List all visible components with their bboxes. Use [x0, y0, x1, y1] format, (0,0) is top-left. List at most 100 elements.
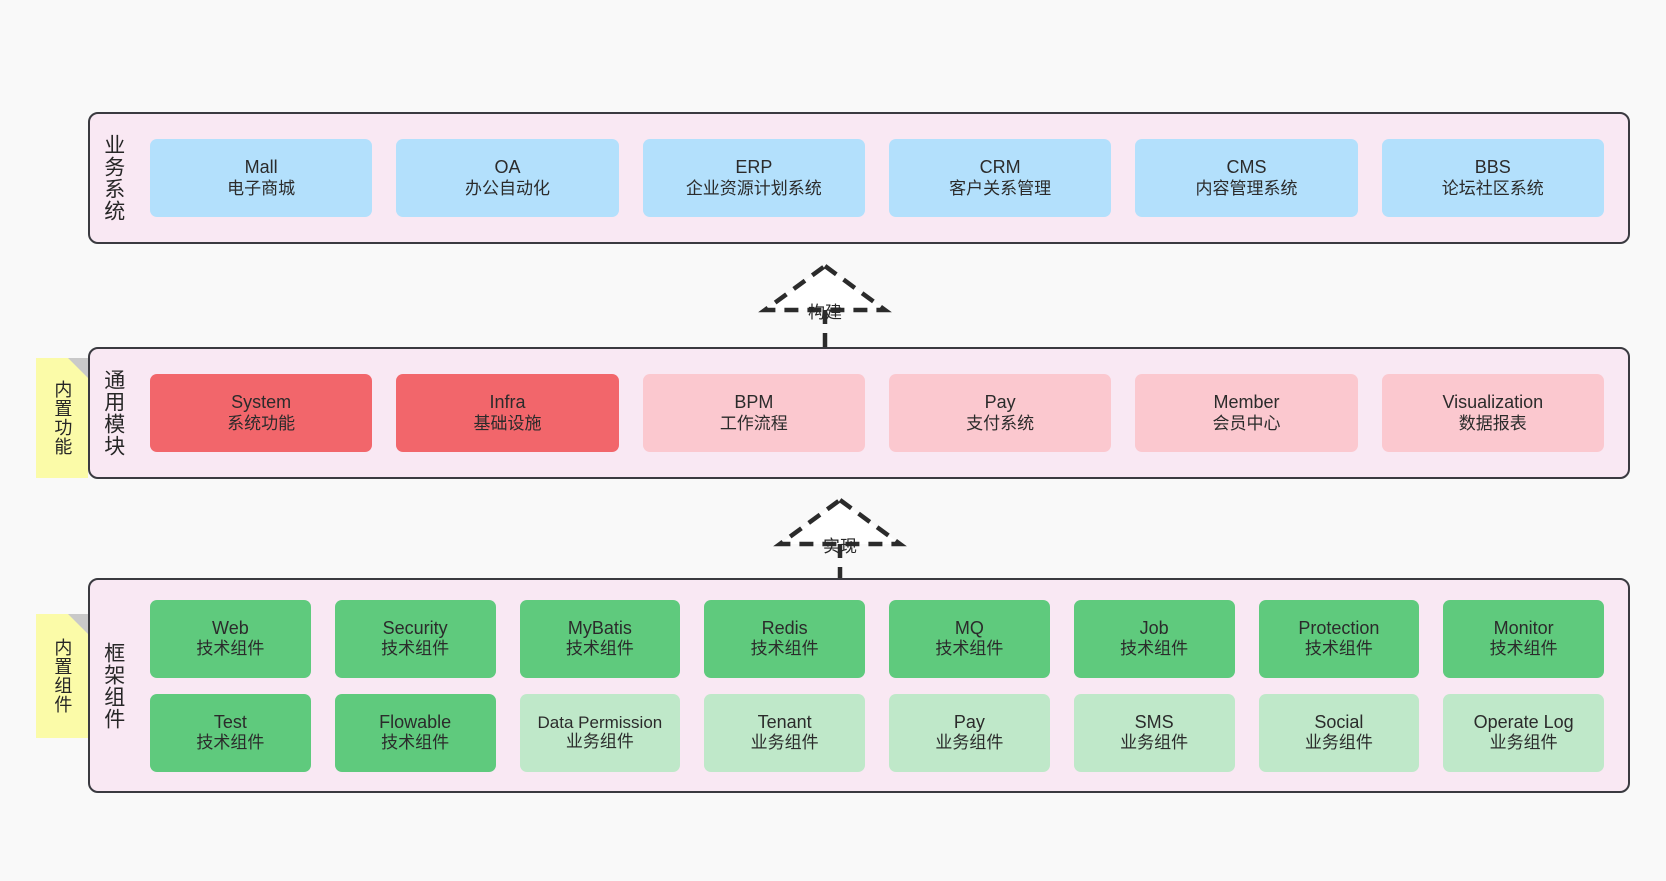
connector-build-label: 构建 [808, 303, 842, 322]
card-title-cn: 基础设施 [473, 413, 542, 433]
card-mall[interactable]: Mall 电子商城 [150, 139, 373, 217]
card-social[interactable]: Social 业务组件 [1258, 693, 1420, 772]
layer-framework-components: 框架组件 Web 技术组件 Security 技术组件 MyBatis 技术组件… [88, 578, 1630, 793]
arrowhead-triangle [773, 497, 907, 547]
card-redis[interactable]: Redis 技术组件 [704, 599, 865, 678]
card-sms[interactable]: SMS 业务组件 [1073, 693, 1235, 772]
card-title-cn: 技术组件 [1489, 639, 1558, 659]
card-oa[interactable]: OA 办公自动化 [396, 139, 619, 217]
card-title-cn: 支付系统 [966, 413, 1035, 433]
connector-implement-label: 实现 [823, 537, 857, 556]
card-title-cn: 业务组件 [1489, 733, 1558, 753]
card-title-en: Mall [244, 157, 278, 177]
card-title-cn: 技术组件 [196, 733, 265, 753]
card-title-cn: 技术组件 [565, 639, 634, 659]
card-mq[interactable]: MQ 技术组件 [889, 599, 1050, 678]
card-security[interactable]: Security 技术组件 [334, 599, 496, 678]
card-title-en: Monitor [1493, 617, 1554, 638]
card-title-en: Visualization [1442, 392, 1544, 412]
card-title-en: System [231, 392, 292, 412]
card-title-cn: 业务组件 [1120, 733, 1189, 753]
card-title-en: CRM [979, 157, 1021, 177]
sticky-fold-icon [68, 358, 88, 378]
card-visualization[interactable]: Visualization 数据报表 [1381, 374, 1604, 452]
card-title-cn: 内容管理系统 [1195, 178, 1298, 198]
connector-build: 构建 [735, 258, 915, 358]
card-title-cn: 技术组件 [750, 639, 819, 659]
card-title-cn: 业务组件 [935, 733, 1004, 753]
sticky-note-builtin-components: 内置组件 [36, 614, 88, 738]
layer-title-common-modules: 通用模块 [101, 369, 125, 457]
card-title-cn: 技术组件 [381, 733, 450, 753]
card-title-en: Pay [953, 711, 985, 732]
card-tenant[interactable]: Tenant 业务组件 [704, 693, 865, 772]
sticky-note-label: 内置组件 [52, 638, 73, 714]
layer-title-framework-components: 框架组件 [101, 641, 125, 730]
card-row: System 系统功能 Infra 基础设施 BPM 工作流程 Pay 支付系统… [138, 374, 1616, 452]
layer-business-systems: 业务系统 Mall 电子商城 OA 办公自动化 ERP 企业资源计划系统 CRM… [88, 112, 1630, 244]
card-mybatis[interactable]: MyBatis 技术组件 [519, 599, 681, 678]
card-title-en: Web [212, 617, 249, 638]
card-title-cn: 技术组件 [1304, 639, 1373, 659]
card-title-en: BBS [1474, 157, 1511, 177]
card-title-cn: 客户关系管理 [949, 178, 1052, 198]
card-bbs[interactable]: BBS 论坛社区系统 [1381, 139, 1604, 217]
card-title-cn: 会员中心 [1212, 413, 1281, 433]
sticky-note-label: 内置功能 [52, 380, 73, 456]
card-title-en: Tenant [757, 711, 812, 732]
card-erp[interactable]: ERP 企业资源计划系统 [642, 139, 865, 217]
arrowhead-triangle [758, 263, 892, 313]
card-title-en: MyBatis [567, 617, 632, 638]
card-title-en: Social [1314, 711, 1364, 732]
layer-common-modules: 通用模块 System 系统功能 Infra 基础设施 BPM 工作流程 Pay… [88, 347, 1630, 479]
card-test[interactable]: Test 技术组件 [150, 693, 311, 772]
sticky-note-builtin-features: 内置功能 [36, 358, 88, 478]
card-title-cn: 数据报表 [1458, 413, 1527, 433]
card-title-en: Operate Log [1473, 711, 1574, 732]
card-flowable[interactable]: Flowable 技术组件 [334, 693, 496, 772]
card-title-en: SMS [1134, 711, 1174, 732]
connector-build-arrow [758, 263, 892, 354]
card-row-technical: Web 技术组件 Security 技术组件 MyBatis 技术组件 Redi… [138, 599, 1616, 678]
connector-implement: 实现 [750, 492, 930, 592]
card-system[interactable]: System 系统功能 [150, 374, 373, 452]
card-title-cn: 企业资源计划系统 [685, 178, 822, 198]
layer-body-business-systems: Mall 电子商城 OA 办公自动化 ERP 企业资源计划系统 CRM 客户关系… [136, 114, 1628, 242]
card-title-en: Data Permission [537, 712, 663, 732]
card-title-en: Pay [984, 392, 1016, 412]
card-title-en: Infra [489, 392, 526, 412]
card-title-en: Protection [1298, 617, 1380, 638]
layer-body-framework-components: Web 技术组件 Security 技术组件 MyBatis 技术组件 Redi… [136, 580, 1628, 791]
card-title-en: Security [382, 617, 448, 638]
card-data-permission[interactable]: Data Permission 业务组件 [519, 693, 681, 772]
card-title-cn: 业务组件 [750, 733, 819, 753]
card-title-cn: 电子商城 [227, 178, 296, 198]
card-title-cn: 技术组件 [1120, 639, 1189, 659]
card-title-cn: 业务组件 [565, 731, 634, 751]
card-pay-business[interactable]: Pay 业务组件 [889, 693, 1050, 772]
card-member[interactable]: Member 会员中心 [1135, 374, 1358, 452]
card-title-en: MQ [954, 617, 984, 638]
card-protection[interactable]: Protection 技术组件 [1258, 599, 1420, 678]
card-job[interactable]: Job 技术组件 [1073, 599, 1235, 678]
card-title-cn: 技术组件 [196, 639, 265, 659]
card-title-cn: 论坛社区系统 [1441, 178, 1544, 198]
card-web[interactable]: Web 技术组件 [150, 599, 311, 678]
card-operate-log[interactable]: Operate Log 业务组件 [1443, 693, 1604, 772]
card-infra[interactable]: Infra 基础设施 [396, 374, 619, 452]
card-title-cn: 业务组件 [1304, 733, 1373, 753]
card-title-cn: 技术组件 [381, 639, 450, 659]
card-crm[interactable]: CRM 客户关系管理 [888, 139, 1112, 217]
card-title-cn: 系统功能 [227, 413, 296, 433]
card-pay[interactable]: Pay 支付系统 [888, 374, 1112, 452]
card-title-en: Job [1139, 617, 1169, 638]
card-title-en: OA [494, 157, 521, 177]
card-monitor[interactable]: Monitor 技术组件 [1443, 599, 1604, 678]
card-title-en: Test [213, 711, 247, 732]
layer-title-business-systems: 业务系统 [101, 134, 125, 222]
card-title-en: CMS [1226, 157, 1267, 177]
card-title-cn: 办公自动化 [464, 178, 550, 198]
card-cms[interactable]: CMS 内容管理系统 [1135, 139, 1358, 217]
card-bpm[interactable]: BPM 工作流程 [642, 374, 865, 452]
